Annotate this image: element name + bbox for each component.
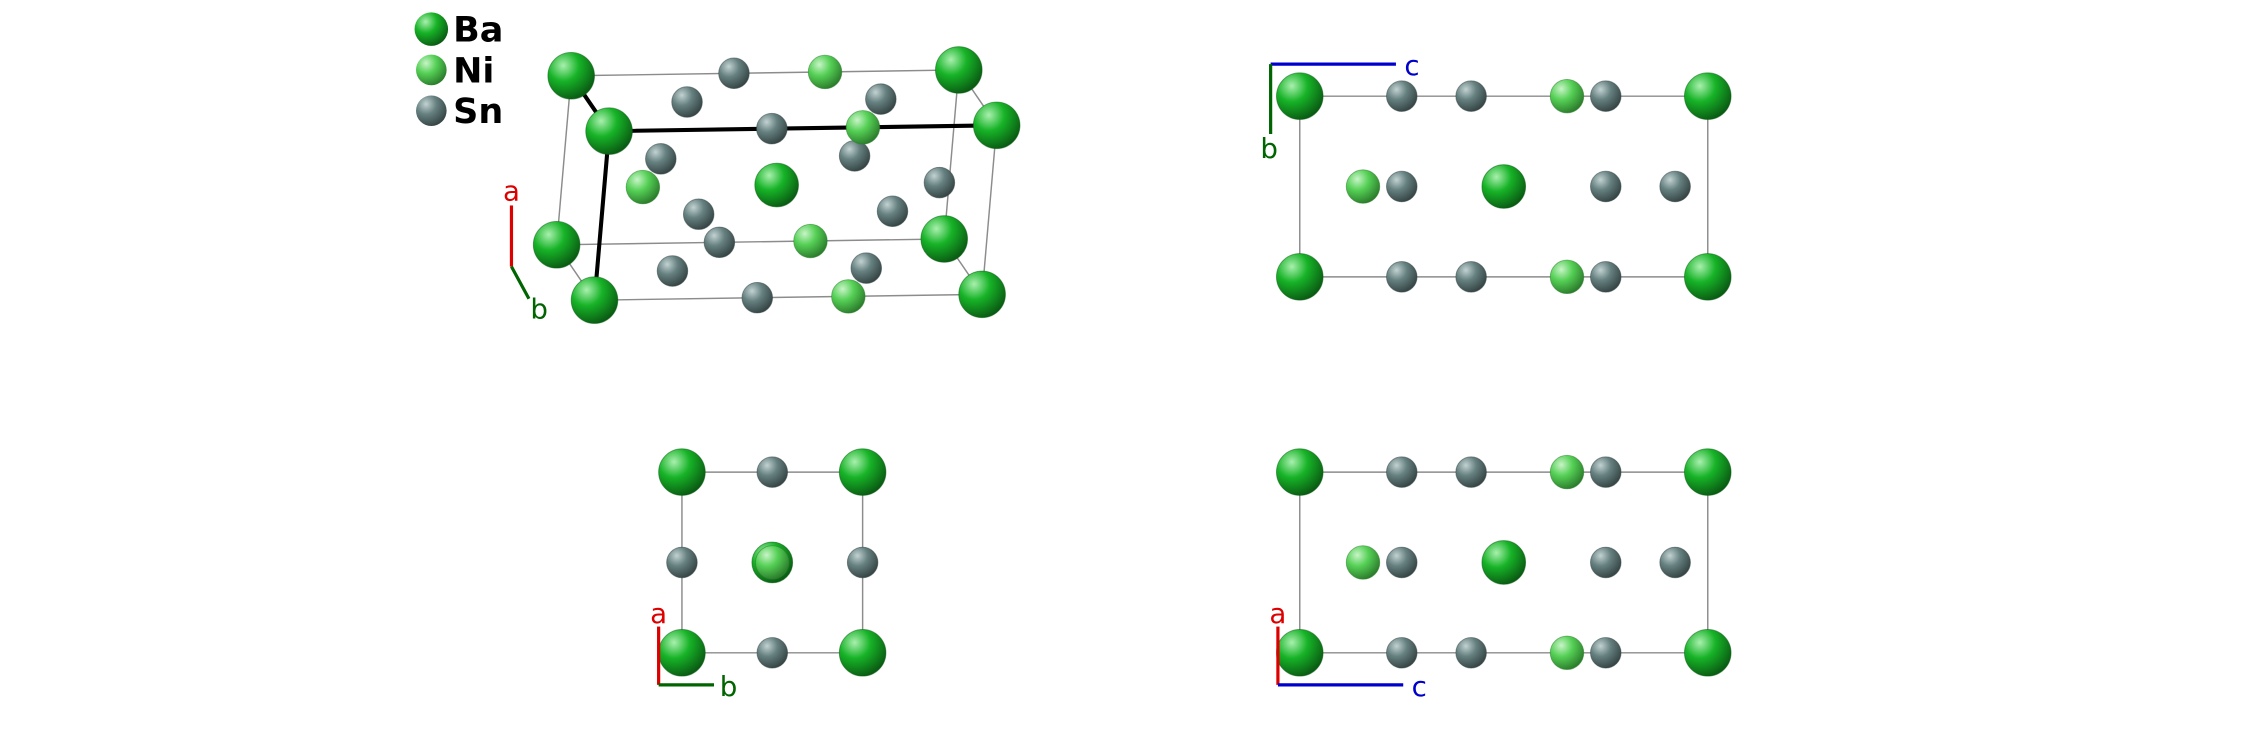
panel-bc-projection: cb bbox=[1260, 49, 1732, 301]
atom-Ba bbox=[1276, 253, 1324, 301]
unit-cell-edge bbox=[571, 69, 959, 77]
panel-perspective-view: ab bbox=[503, 46, 1021, 325]
unit-cell-edge bbox=[594, 293, 983, 301]
legend-swatch-ba-icon bbox=[414, 12, 449, 46]
atom-Ba bbox=[920, 215, 968, 263]
atom-Ni bbox=[1549, 454, 1585, 490]
unit-cell-edge bbox=[943, 69, 960, 240]
atom-Sn bbox=[1455, 261, 1487, 293]
atom-Ba bbox=[1276, 448, 1324, 496]
atom-Sn bbox=[1386, 546, 1418, 579]
axis-label-a: a bbox=[1269, 597, 1286, 630]
legend-label-ba: Ba bbox=[453, 11, 503, 51]
atom-Ba bbox=[1481, 540, 1527, 585]
atom-Ba bbox=[1684, 629, 1732, 677]
axis-line-b bbox=[510, 265, 531, 300]
axis-label-b: b bbox=[720, 670, 738, 703]
atom-Ba bbox=[754, 162, 799, 208]
legend-label-sn: Sn bbox=[453, 92, 503, 132]
atom-Sn bbox=[865, 83, 897, 115]
atom-Sn bbox=[1590, 456, 1622, 488]
axis-label-c: c bbox=[1412, 670, 1427, 703]
atom-Sn bbox=[1590, 80, 1622, 112]
atom-Sn bbox=[850, 252, 883, 284]
atom-Sn bbox=[756, 637, 789, 669]
atom-Sn bbox=[846, 546, 879, 579]
atom-Ni bbox=[625, 169, 661, 205]
legend-swatch-ni-icon bbox=[416, 54, 447, 86]
atom-Sn bbox=[1386, 170, 1418, 203]
atom-Sn bbox=[741, 281, 774, 314]
atom-Ba bbox=[838, 629, 887, 677]
atom-Sn bbox=[1590, 261, 1622, 293]
axis-label-b: b bbox=[530, 292, 548, 325]
atom-Sn bbox=[666, 546, 698, 579]
panel-ab-projection: ab bbox=[650, 448, 887, 703]
atom-Ba bbox=[1276, 72, 1324, 120]
legend-label-ni: Ni bbox=[453, 51, 494, 91]
unit-cell-edge bbox=[556, 238, 945, 246]
atom-Ni bbox=[1549, 635, 1585, 670]
atom-Ba bbox=[1684, 448, 1732, 496]
atom-Sn bbox=[1590, 546, 1622, 579]
atom-Sn bbox=[1590, 637, 1622, 669]
atom-Sn bbox=[682, 198, 715, 230]
atom-Ni bbox=[1549, 259, 1585, 295]
atom-Ba bbox=[1684, 253, 1732, 301]
atom-Sn bbox=[645, 143, 677, 175]
atom-Sn bbox=[838, 140, 871, 172]
panel-ac-projection: ac bbox=[1269, 448, 1732, 703]
atom-Sn bbox=[923, 166, 956, 199]
unit-cell-bold-edge bbox=[607, 123, 999, 134]
atom-Ni bbox=[793, 223, 828, 259]
atom-Sn bbox=[656, 255, 689, 287]
unit-cell-edge bbox=[555, 75, 572, 245]
atom-Ni bbox=[755, 545, 790, 580]
atom-Ba bbox=[547, 52, 595, 100]
atom-Ni bbox=[1345, 545, 1381, 580]
legend: Ba Ni Sn bbox=[414, 11, 503, 132]
atom-Ba bbox=[838, 448, 887, 496]
atom-Ba bbox=[958, 270, 1006, 319]
atom-Sn bbox=[1455, 637, 1487, 669]
atom-Ni bbox=[807, 54, 843, 90]
atom-Sn bbox=[1386, 456, 1418, 488]
atom-Ba bbox=[1684, 72, 1732, 120]
unit-cell-bold-edge bbox=[592, 129, 612, 303]
atom-Sn bbox=[1659, 170, 1691, 203]
axis-label-c: c bbox=[1404, 49, 1419, 82]
atom-Sn bbox=[671, 86, 703, 118]
atom-Sn bbox=[1386, 80, 1418, 112]
atom-Sn bbox=[1386, 637, 1418, 669]
axis-label-b: b bbox=[1260, 132, 1278, 165]
atom-Sn bbox=[756, 456, 789, 488]
atom-Sn bbox=[703, 226, 736, 259]
atom-Ba bbox=[935, 46, 983, 94]
atom-Sn bbox=[1659, 546, 1691, 579]
atom-Ni bbox=[845, 110, 881, 145]
atom-Ni bbox=[1549, 78, 1585, 114]
legend-swatch-sn-icon bbox=[416, 95, 447, 127]
atom-Ba bbox=[1276, 629, 1324, 677]
atom-Ba bbox=[570, 276, 619, 324]
atom-Ni bbox=[1345, 169, 1381, 204]
atom-Sn bbox=[876, 195, 909, 228]
axis-label-a: a bbox=[650, 597, 667, 630]
axis-label-a: a bbox=[503, 174, 520, 207]
atom-Ba bbox=[532, 221, 581, 269]
atom-Sn bbox=[1590, 170, 1622, 203]
atom-Ni bbox=[831, 279, 866, 314]
atom-Ba bbox=[972, 101, 1021, 150]
atom-Sn bbox=[1386, 261, 1418, 293]
atom-Sn bbox=[756, 112, 788, 145]
atom-Sn bbox=[1455, 80, 1487, 112]
atom-Ba bbox=[658, 448, 706, 496]
atom-Sn bbox=[718, 57, 750, 90]
atom-Ba bbox=[1481, 164, 1527, 209]
atom-Sn bbox=[1455, 456, 1487, 488]
atom-Ba bbox=[585, 107, 633, 155]
unit-cell-edge bbox=[981, 125, 998, 295]
atom-Ba bbox=[658, 629, 706, 677]
